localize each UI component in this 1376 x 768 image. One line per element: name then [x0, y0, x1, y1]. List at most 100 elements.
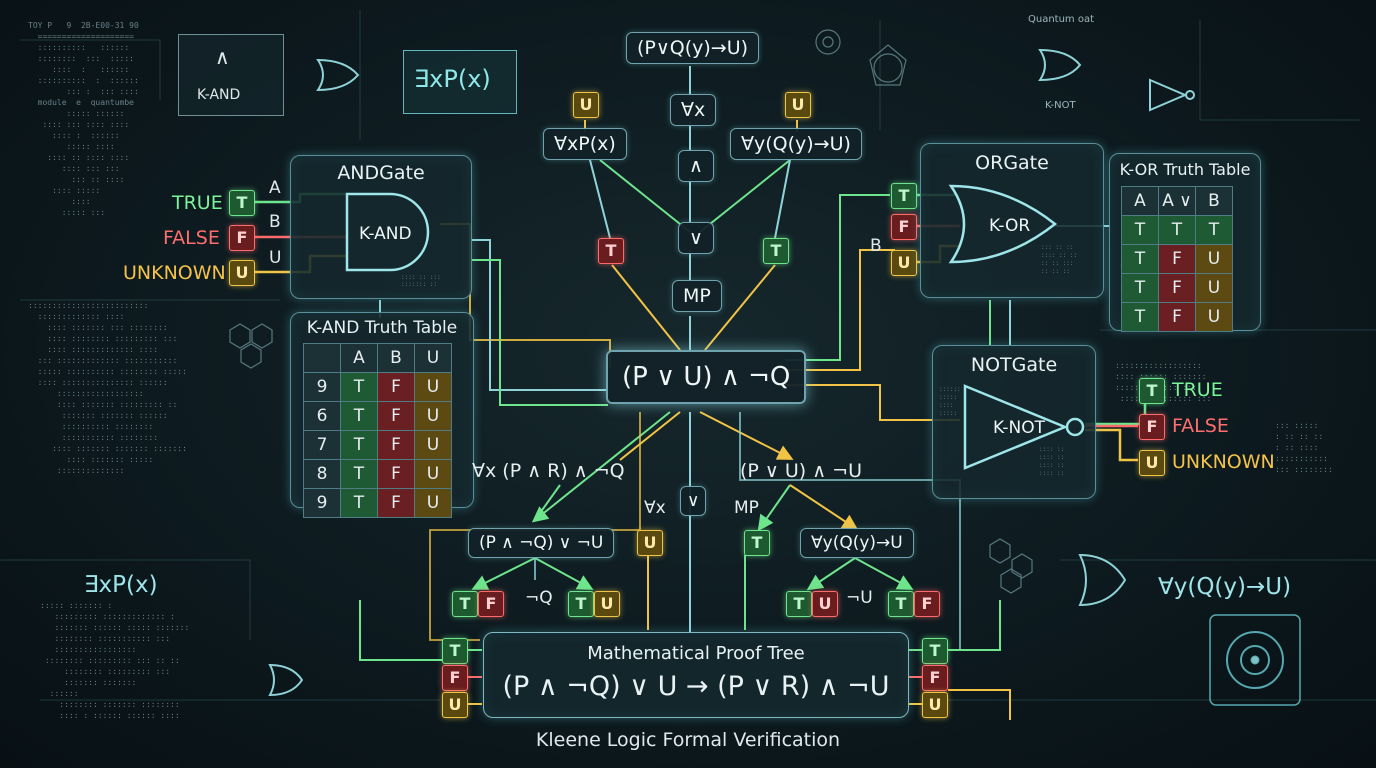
- kand-cell: F: [377, 459, 415, 489]
- kand-cell: 6: [303, 401, 341, 431]
- code-decor-right-low: ::: ::::: : :: :: :: : :: :::: :::::::::…: [1275, 421, 1333, 474]
- forall-xpx-node: ∀xP(x): [543, 128, 627, 160]
- kand-header-1: A: [340, 343, 378, 373]
- not-gate-title: NOTGate: [970, 354, 1058, 376]
- chip-top-right-u: U: [785, 92, 811, 118]
- bottom-right-chip-t: T: [922, 638, 948, 664]
- kand-cell: U: [414, 372, 452, 402]
- and-op-node: ∧: [678, 150, 714, 182]
- and-input-u: U: [269, 248, 282, 268]
- and-input-a: A: [269, 178, 281, 198]
- top-kand-box: ∧ K-AND: [178, 34, 284, 116]
- chip-top-t-left: T: [598, 238, 624, 264]
- code-decor-left-bottom: ::::: ::::::: : ::::::::: ::::::::::::: …: [40, 601, 190, 720]
- and-gate-title: ANDGate: [337, 162, 425, 184]
- or-gate-panel: ORGate K-OR ::: :: :: :::: :: :: :: :: :…: [920, 143, 1104, 298]
- or-gate-title: ORGate: [975, 152, 1049, 174]
- kand-cell: 9: [303, 372, 341, 402]
- or-in-chip-t: T: [891, 183, 917, 209]
- right-forall-formula: ∀y(Q(y)→U): [1158, 574, 1292, 600]
- mid-left-forall: ∀x: [644, 498, 666, 518]
- legend-false-right: FALSE: [1172, 415, 1229, 437]
- center-hub: (P ∨ U) ∧ ¬Q: [606, 350, 807, 404]
- or-gate-symbol: [948, 184, 1058, 264]
- kand-cell: F: [377, 488, 415, 518]
- mid-right-chip-t1: T: [786, 591, 812, 617]
- top-kand-op: ∧: [215, 45, 230, 69]
- legend-unknown-left: UNKNOWN: [123, 262, 226, 284]
- kor-header-0: A: [1121, 186, 1159, 216]
- kor-cell: T: [1121, 244, 1159, 274]
- not-gate-symbol: [963, 384, 1085, 470]
- chip-top-t-right: T: [763, 238, 789, 264]
- chip-top-left-u: U: [573, 92, 599, 118]
- bottom-right-chip-u: U: [922, 692, 948, 718]
- kand-cell: U: [414, 430, 452, 460]
- legend-chip-false-left: F: [229, 225, 255, 251]
- legend-chip-unknown-right: U: [1139, 450, 1165, 476]
- kand-header-2: B: [377, 343, 415, 373]
- top-exists-box: ∃xP(x): [403, 50, 517, 114]
- kand-header-3: U: [414, 343, 452, 373]
- kor-cell: T: [1195, 215, 1233, 245]
- or-panel-decor: ::: :: :: :::: :: :: :: :: ::: :: :: ::: [1041, 244, 1078, 275]
- proof-tree-formula: (P ∧ ¬Q) ∨ U → (P ∨ R) ∧ ¬U: [502, 671, 890, 702]
- quantum-label: Quantum oat: [1028, 14, 1095, 25]
- mid-left-chip-u2: U: [594, 591, 620, 617]
- proof-tree-panel: Mathematical Proof Tree (P ∧ ¬Q) ∨ U → (…: [483, 632, 909, 718]
- legend-chip-unknown-left: U: [229, 260, 255, 286]
- mid-left-chip-u: U: [637, 530, 663, 556]
- not-panel-decor-right: :::: :: :::: :: :::: :: :::: ::: [1039, 446, 1065, 477]
- mid-left-negq: ¬Q: [525, 588, 553, 608]
- and-gate-label: K-AND: [359, 224, 412, 244]
- left-exists-formula: ∃xP(x): [84, 572, 158, 598]
- kand-table-title: K-AND Truth Table: [306, 318, 458, 338]
- kand-cell: U: [414, 459, 452, 489]
- kor-cell: U: [1195, 273, 1233, 303]
- and-gate-panel: ANDGate K-AND A B U :::: :: ::: ::::::: …: [269, 155, 472, 299]
- kor-cell: F: [1158, 273, 1196, 303]
- mid-right-sub: ∀y(Q(y)→U: [800, 528, 914, 558]
- legend-true-right: TRUE: [1172, 379, 1223, 401]
- mid-right-chip-u1: U: [812, 591, 838, 617]
- kand-cell: T: [340, 372, 378, 402]
- kor-header-1: A ∨: [1158, 186, 1196, 216]
- legend-chip-true-left: T: [229, 190, 255, 216]
- legend-true-left: TRUE: [172, 192, 223, 214]
- kand-cell: T: [340, 459, 378, 489]
- proof-tree-title: Mathematical Proof Tree: [587, 643, 805, 664]
- vertical-or-node: ∨: [680, 486, 707, 516]
- mid-left-chip-t1: T: [452, 591, 478, 617]
- mid-right-negu: ¬U: [846, 588, 873, 608]
- kor-table-title: K-OR Truth Table: [1119, 160, 1251, 179]
- kor-cell: F: [1158, 302, 1196, 332]
- mid-right-chip-t2: T: [888, 591, 914, 617]
- or-input-b: B: [870, 236, 882, 256]
- kand-cell: 7: [303, 430, 341, 460]
- legend-chip-false-right: F: [1139, 414, 1165, 440]
- kor-cell: T: [1121, 273, 1159, 303]
- and-input-b: B: [269, 212, 281, 232]
- forall-y-node: ∀y(Q(y)→U): [730, 128, 862, 160]
- or-op-node: ∨: [678, 222, 714, 254]
- code-decor-left: TOY P 9 2B-E00-31 90 ===================…: [28, 21, 139, 217]
- mid-right-chip-f2: F: [914, 591, 940, 617]
- and-panel-decor: :::: :: ::: ::::::: ::: [401, 274, 441, 288]
- mid-right-formula: (P ∨ U) ∧ ¬U: [740, 460, 862, 482]
- kor-cell: T: [1158, 215, 1196, 245]
- kand-cell: F: [377, 401, 415, 431]
- kor-cell: F: [1158, 244, 1196, 274]
- kor-cell: U: [1195, 302, 1233, 332]
- legend-chip-true-right: T: [1139, 378, 1165, 404]
- kor-cell: T: [1121, 215, 1159, 245]
- root-formula: (P∨Q(y)→U): [626, 32, 760, 64]
